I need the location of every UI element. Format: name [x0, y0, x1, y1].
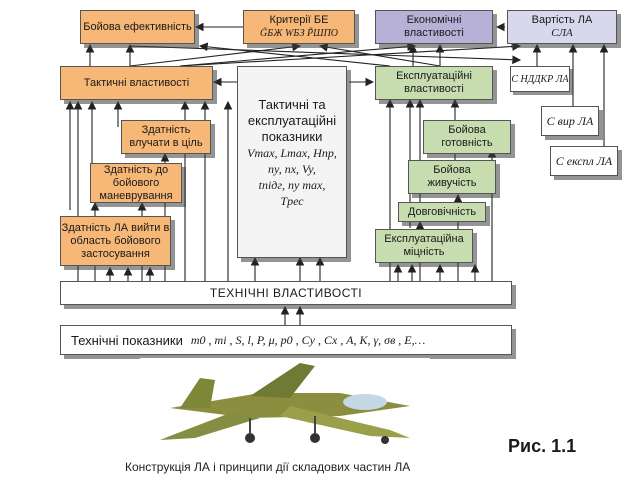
durability-label: Довговічність — [407, 205, 477, 218]
figure-label: Рис. 1.1 — [508, 436, 577, 456]
combat-effectiveness-label: Бойова ефективність — [83, 20, 192, 33]
criteria-formula: G̃БЖ WБЗ P̃ШПО — [259, 28, 339, 39]
aircraft-image — [140, 358, 430, 453]
hit-target-box: Здатність влучати в ціль — [121, 120, 211, 154]
tactical-operational-indicators-box: Тактичні та експлуатаційні показники Vma… — [237, 66, 347, 258]
criteria-label: Критерії БЕ — [269, 14, 329, 26]
reach-area-box: Здатність ЛА вийти в область бойового за… — [60, 216, 171, 266]
technical-properties-box: ТЕХНІЧНІ ВЛАСТИВОСТІ — [60, 281, 512, 305]
indicators-formula-line-1: Vmax, Lmax, Hпр, — [247, 146, 337, 160]
maneuver-box: Здатність до бойового маневрування — [90, 163, 182, 203]
maneuver-label: Здатність до бойового маневрування — [99, 163, 173, 202]
cost-box: Вартість ЛА CЛА — [507, 10, 617, 44]
economic-properties-label: Економічні властивості — [404, 14, 464, 39]
cost-formula: CЛА — [551, 27, 573, 39]
footer-title: Конструкція ЛА і принципи дії складових … — [125, 460, 411, 474]
cost-rnd-box: C НДДКР ЛА — [510, 66, 570, 92]
technical-indicators-label: Технічні показники — [71, 332, 183, 348]
indicators-formula-line-3: tпідг, ny max, — [258, 178, 326, 192]
reach-area-label: Здатність ЛА вийти в область бойового за… — [61, 221, 170, 260]
survivability-box: Бойова живучість — [408, 160, 496, 194]
criteria-box: Критерії БЕ G̃БЖ WБЗ P̃ШПО — [243, 10, 355, 44]
cost-operation-box: C експл ЛА — [550, 146, 618, 176]
indicators-title: Тактичні та експлуатаційні показники — [247, 97, 337, 144]
hit-target-label: Здатність влучати в ціль — [129, 124, 203, 149]
cost-rnd-formula: C НДДКР ЛА — [511, 73, 569, 85]
strength-label: Експлуатаційна міцність — [384, 233, 464, 258]
cost-label: Вартість ЛА — [531, 14, 593, 26]
combat-effectiveness-box: Бойова ефективність — [80, 10, 195, 44]
technical-properties-label: ТЕХНІЧНІ ВЛАСТИВОСТІ — [209, 285, 363, 300]
strength-box: Експлуатаційна міцність — [375, 229, 473, 263]
indicators-formula-line-4: Tрес — [280, 194, 304, 208]
cost-production-formula: C вир ЛА — [546, 113, 594, 128]
durability-box: Довговічність — [398, 202, 486, 222]
operational-properties-box: Експлуатаційні властивості — [375, 66, 493, 100]
technical-indicators-formula: m0 , mi , S, l, P, μ, p0 , Cy , Cx , A, … — [190, 332, 426, 347]
technical-indicators-box: Технічні показники m0 , mi , S, l, P, μ,… — [60, 325, 512, 355]
operational-properties-label: Експлуатаційні властивості — [396, 70, 472, 95]
tactical-properties-label: Тактичні властивості — [83, 76, 190, 89]
readiness-label: Бойова готовність — [441, 124, 493, 149]
indicators-formula-line-2: ny, nx, Vy, — [268, 162, 316, 176]
economic-properties-box: Економічні властивості — [375, 10, 493, 44]
tactical-properties-box: Тактичні властивості — [60, 66, 213, 100]
readiness-box: Бойова готовність — [423, 120, 511, 154]
cost-production-box: C вир ЛА — [541, 106, 599, 136]
survivability-label: Бойова живучість — [427, 164, 477, 189]
cost-operation-formula: C експл ЛА — [555, 153, 613, 168]
